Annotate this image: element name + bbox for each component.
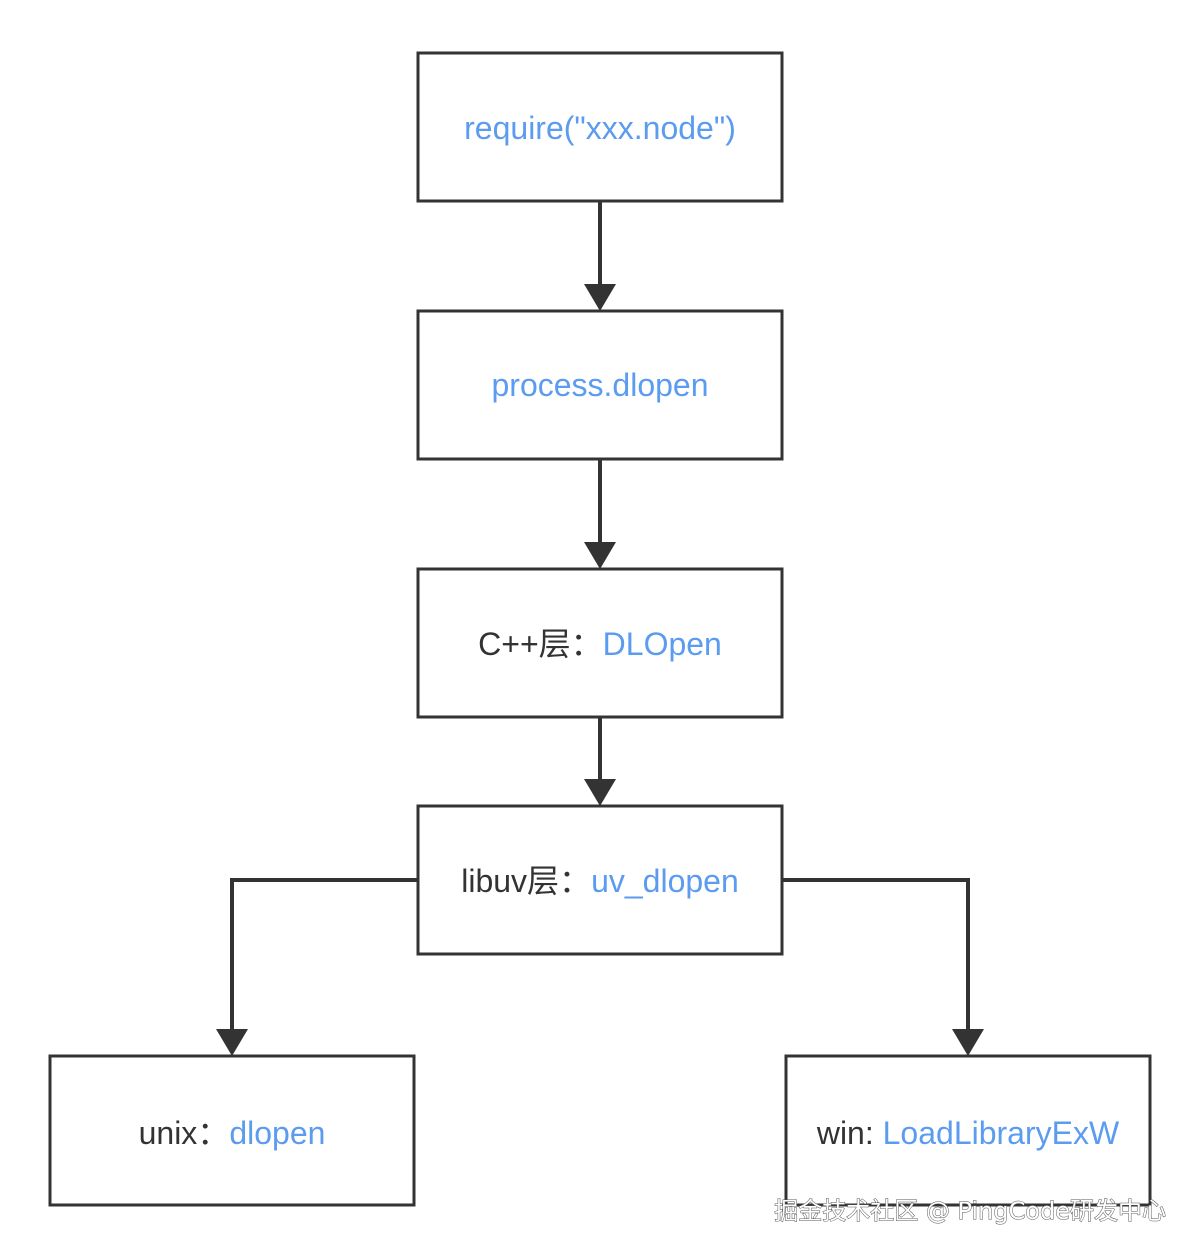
node-process-dlopen: process.dlopen bbox=[416, 309, 784, 461]
node-text: win: LoadLibraryExW bbox=[816, 1115, 1120, 1151]
arrowhead-libuv bbox=[584, 779, 616, 806]
node-require: require("xxx.node") bbox=[416, 51, 784, 203]
node-text: process.dlopen bbox=[491, 367, 708, 403]
arrowhead-unix bbox=[216, 1029, 248, 1056]
node-box bbox=[416, 51, 784, 203]
arrowhead-cpp bbox=[584, 542, 616, 569]
edge-libuv-to-win bbox=[782, 878, 970, 1029]
edges bbox=[216, 201, 984, 1056]
node-libuv-layer: libuv层：uv_dlopen bbox=[416, 804, 784, 956]
node-label: dlopen bbox=[229, 1115, 325, 1151]
node-text: unix：dlopen bbox=[139, 1115, 326, 1151]
node-text: require("xxx.node") bbox=[464, 110, 736, 146]
node-label: require("xxx.node") bbox=[464, 110, 736, 146]
node-label: LoadLibraryExW bbox=[883, 1115, 1120, 1151]
node-text: libuv层：uv_dlopen bbox=[461, 863, 739, 899]
node-text: C++层：DLOpen bbox=[478, 626, 722, 662]
node-prefix: libuv层： bbox=[461, 863, 591, 899]
node-box bbox=[416, 309, 784, 461]
node-label: process.dlopen bbox=[491, 367, 708, 403]
node-box bbox=[784, 1054, 1152, 1207]
node-unix: unix：dlopen bbox=[48, 1054, 416, 1207]
node-prefix: unix： bbox=[139, 1115, 230, 1151]
node-win: win: LoadLibraryExW bbox=[784, 1054, 1152, 1207]
watermark-text: 掘金技术社区 @ PingCode研发中心 bbox=[774, 1197, 1166, 1225]
node-box bbox=[48, 1054, 416, 1207]
node-box bbox=[416, 804, 784, 956]
arrowhead-process bbox=[584, 284, 616, 311]
node-box bbox=[416, 567, 784, 719]
node-cpp-layer: C++层：DLOpen bbox=[416, 567, 784, 719]
node-prefix: C++层： bbox=[478, 626, 603, 662]
node-prefix: win: bbox=[816, 1115, 883, 1151]
arrowhead-win bbox=[952, 1029, 984, 1056]
edge-libuv-to-unix bbox=[230, 878, 418, 1029]
node-label: uv_dlopen bbox=[591, 863, 739, 899]
node-label: DLOpen bbox=[603, 626, 722, 662]
